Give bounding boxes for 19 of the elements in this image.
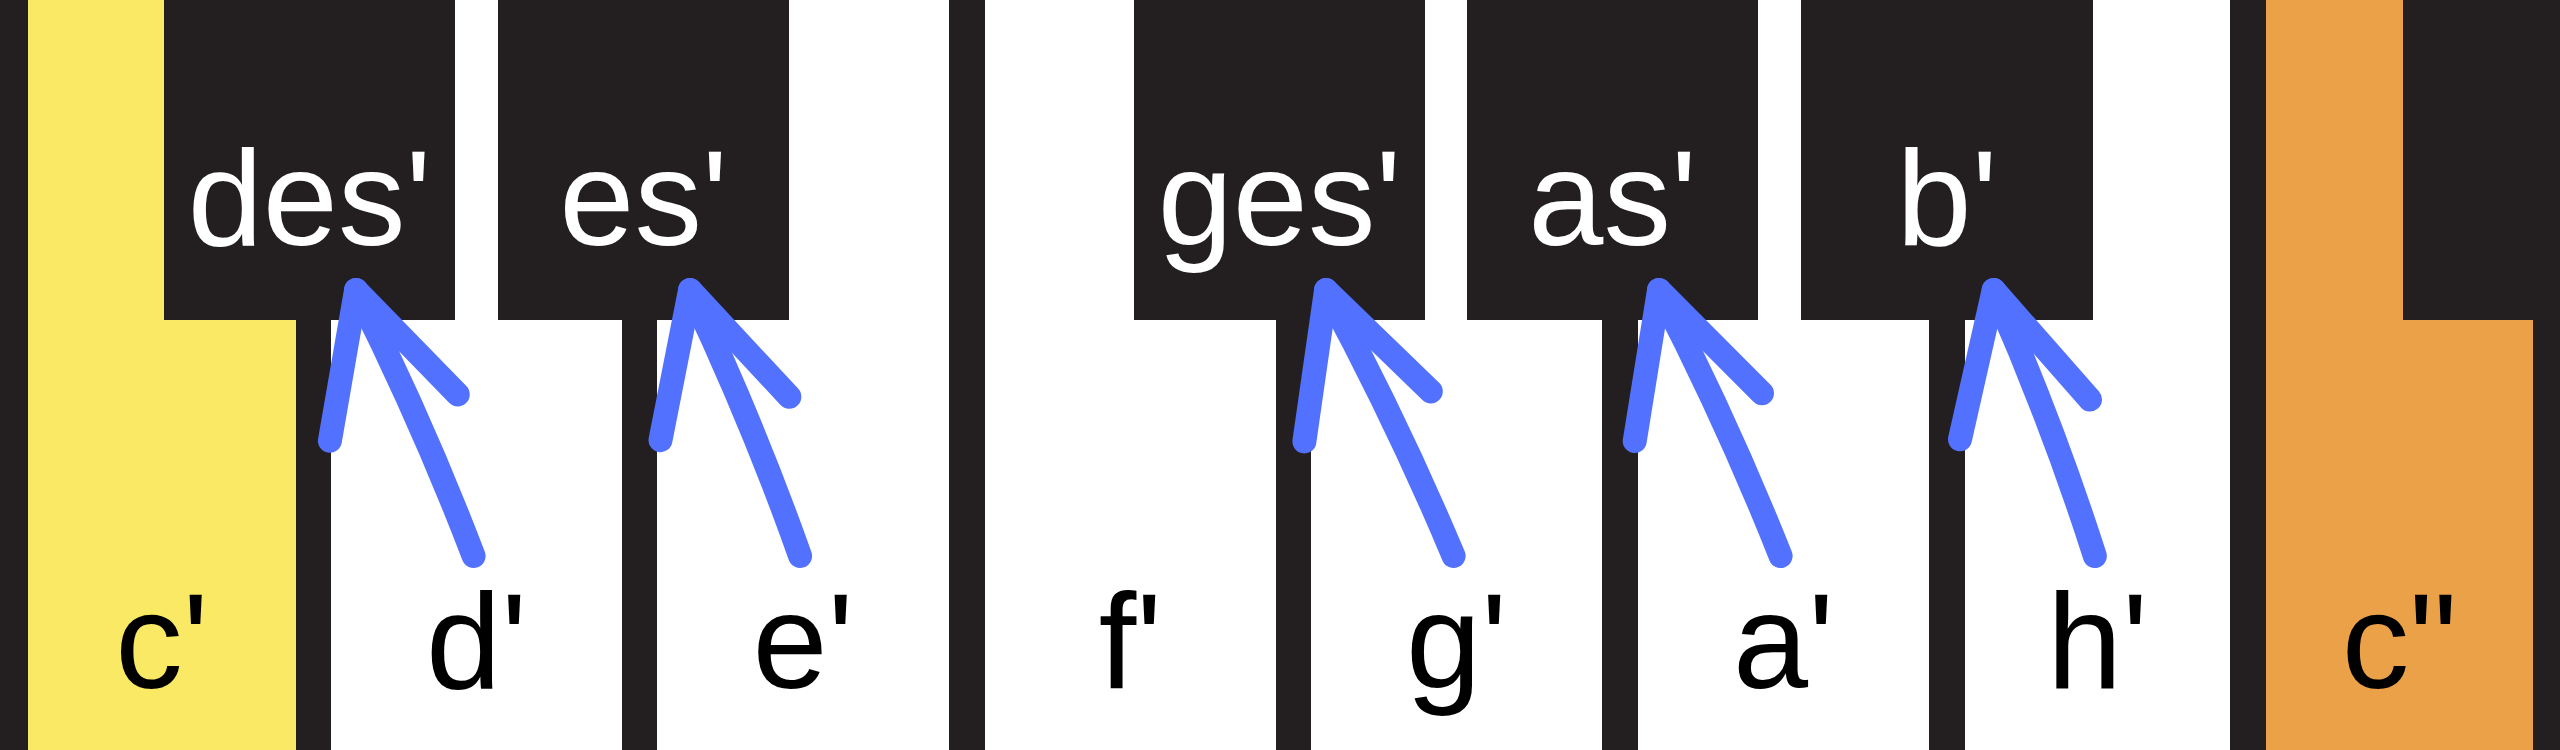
key-label: c" bbox=[2341, 582, 2458, 718]
key-label: h' bbox=[2047, 582, 2148, 718]
key-label: e' bbox=[752, 582, 854, 718]
key-label: c' bbox=[115, 582, 209, 718]
piano-key bbox=[2266, 0, 2533, 750]
arrow bbox=[317, 278, 486, 568]
key-label: es' bbox=[559, 139, 728, 275]
arrow bbox=[1622, 278, 1793, 568]
key-label: a' bbox=[1733, 582, 1834, 718]
key-label: ges' bbox=[1157, 139, 1402, 275]
key-label: as' bbox=[1528, 139, 1697, 275]
key-label: d' bbox=[426, 582, 527, 718]
arrow bbox=[1291, 278, 1466, 568]
key-label: des' bbox=[187, 139, 432, 275]
arrow bbox=[1947, 278, 2107, 568]
key-label: f' bbox=[1098, 582, 1163, 718]
arrow bbox=[647, 278, 813, 568]
key-label: g' bbox=[1406, 582, 1507, 718]
key-label: b' bbox=[1896, 139, 1998, 275]
